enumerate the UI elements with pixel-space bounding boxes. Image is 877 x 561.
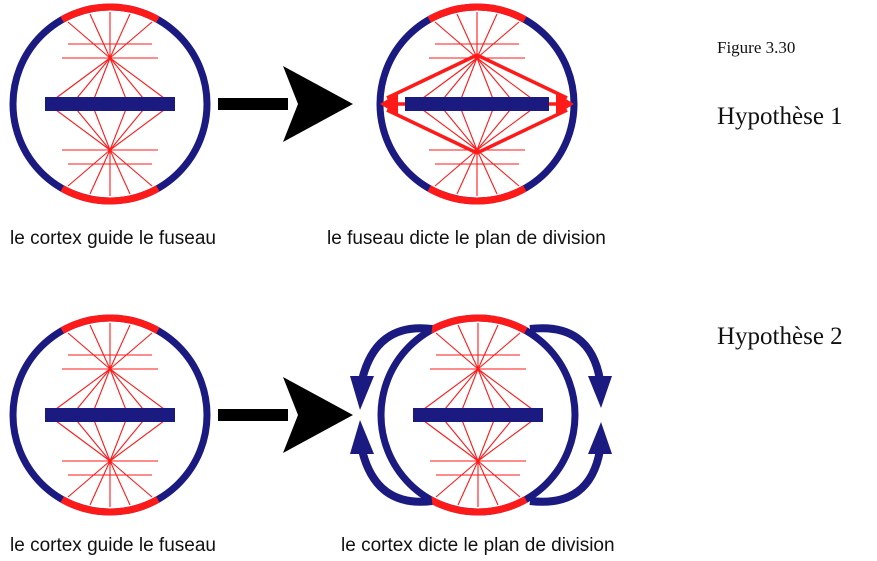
h1-right-cell (380, 7, 574, 201)
h1-right-caption: le fuseau dicte le plan de division (327, 228, 606, 249)
h2-left-cell (13, 318, 207, 512)
h2-cortex-flow-arrows (358, 324, 604, 506)
figure-label: Figure 3.30 (717, 38, 795, 57)
h2-left-caption: le cortex guide le fuseau (10, 535, 216, 556)
h2-right-caption: le cortex dicte le plan de division (341, 535, 615, 556)
h2-transition-arrow (218, 377, 353, 453)
hypothesis-1-title: Hypothèse 1 (717, 103, 843, 130)
h1-transition-arrow (218, 66, 353, 142)
h1-left-caption: le cortex guide le fuseau (10, 228, 216, 249)
hypothesis-2-title: Hypothèse 2 (717, 323, 843, 350)
h2-right-cell (350, 318, 612, 512)
h1-left-cell (13, 7, 207, 201)
h2-flow-arrowheads (350, 376, 612, 454)
h1-arrowheads (380, 93, 574, 115)
